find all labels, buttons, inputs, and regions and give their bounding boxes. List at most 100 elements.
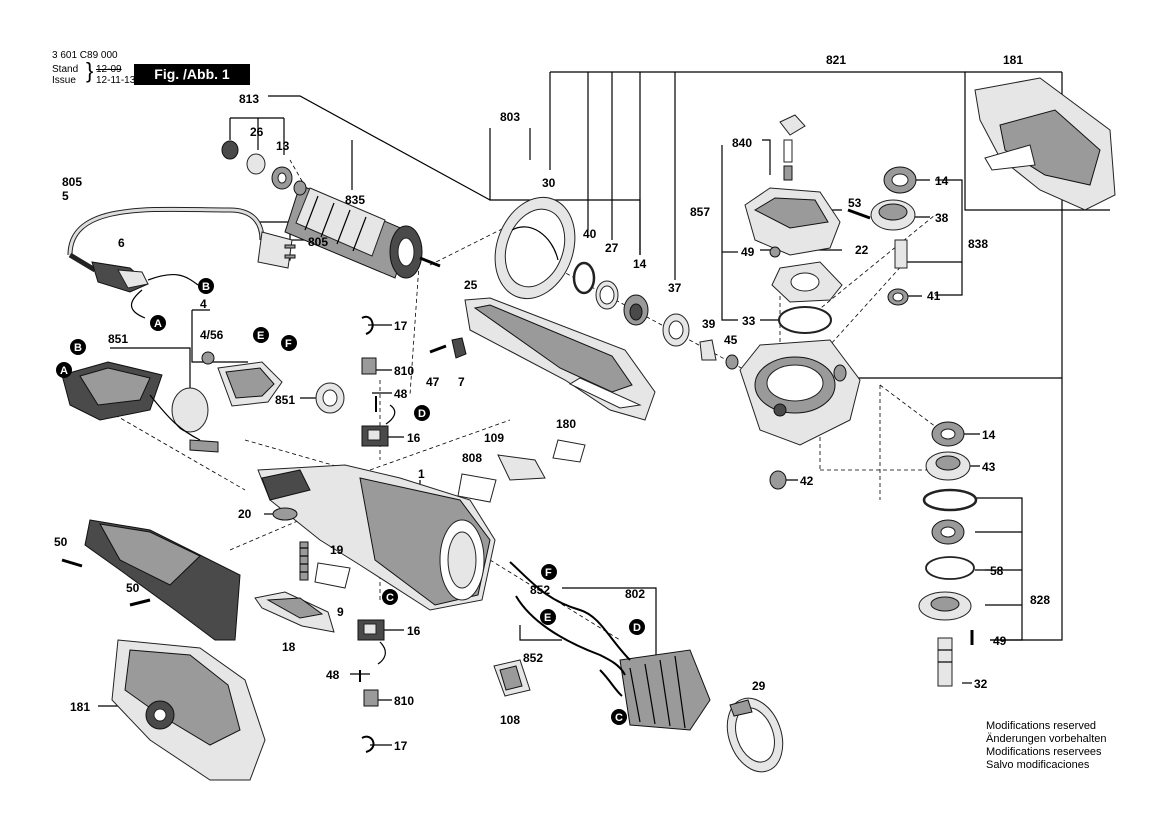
label-108: 108 (500, 713, 520, 727)
label-6: 6 (118, 236, 125, 250)
label-17-top: 17 (394, 319, 408, 333)
label-181-low: 181 (70, 700, 90, 714)
label-180: 180 (556, 417, 576, 431)
label-805-right: 805 (308, 235, 328, 249)
air-baffle (494, 196, 576, 300)
brush-holder-base (493, 659, 531, 697)
badge-a-switch: A (60, 365, 68, 377)
label-803: 803 (500, 110, 520, 124)
switch-slider (254, 591, 335, 633)
label-810-low: 810 (394, 694, 414, 708)
field-coil (509, 561, 711, 731)
motor-housing (257, 464, 496, 611)
badge-c-coil: C (615, 712, 623, 724)
label-26: 26 (250, 125, 264, 139)
label-29: 29 (752, 679, 766, 693)
badge-c-brush: C (386, 592, 394, 604)
label-13: 13 (276, 139, 290, 153)
housing-cover (464, 297, 656, 421)
label-851-mid: 851 (275, 393, 295, 407)
badge-a-cord: A (154, 318, 162, 330)
badge-d-coil: D (633, 622, 641, 634)
connection-badges: A B B A E F D C F E D C (56, 278, 645, 725)
label-835: 835 (345, 193, 365, 207)
label-30: 30 (542, 176, 556, 190)
label-7: 7 (458, 375, 465, 389)
label-802: 802 (625, 587, 645, 601)
label-42: 42 (800, 474, 814, 488)
label-16-top: 16 (407, 431, 421, 445)
label-851-top: 851 (108, 332, 128, 346)
label-821: 821 (826, 53, 846, 67)
label-47: 47 (426, 375, 440, 389)
label-852-top: 852 (530, 583, 550, 597)
label-18: 18 (282, 640, 296, 654)
label-38: 38 (935, 211, 949, 225)
label-805-top: 805 (62, 175, 82, 189)
badge-b-cord: B (202, 281, 210, 293)
label-840: 840 (732, 136, 752, 150)
power-cord (67, 206, 296, 319)
label-49-low: 49 (993, 634, 1007, 648)
label-17-low: 17 (394, 739, 408, 753)
badge-d-brush: D (418, 408, 426, 420)
label-32: 32 (974, 677, 988, 691)
leader-lines (98, 71, 1110, 746)
protective-guard-top (974, 77, 1116, 211)
label-4-56: 4/56 (200, 328, 224, 342)
springs (272, 507, 309, 581)
label-828: 828 (1030, 593, 1050, 607)
label-37: 37 (668, 281, 682, 295)
label-40: 40 (583, 227, 597, 241)
label-14-low: 14 (982, 428, 996, 442)
badge-b-switch: B (74, 342, 82, 354)
note-es: Salvo modificaciones (986, 759, 1090, 771)
label-53: 53 (848, 196, 862, 210)
label-48-low: 48 (326, 668, 340, 682)
spindle-lock (744, 114, 871, 334)
label-58: 58 (990, 564, 1004, 578)
armature (221, 140, 441, 279)
output-spindle-set (769, 421, 978, 687)
label-49-top: 49 (741, 245, 755, 259)
note-en: Modifications reserved (986, 720, 1097, 732)
label-14-top: 14 (935, 174, 949, 188)
label-5: 5 (62, 189, 69, 203)
label-838: 838 (968, 237, 988, 251)
bearing-set (572, 261, 739, 370)
label-19: 19 (330, 543, 344, 557)
issue-label: Issue (52, 75, 76, 86)
decals (314, 439, 586, 589)
label-48-top: 48 (394, 387, 408, 401)
spindle-gear-set (870, 166, 917, 306)
protective-guard-bottom (111, 639, 266, 781)
rear-handle (61, 519, 241, 641)
label-50-top: 50 (54, 535, 68, 549)
badge-e-switch: E (257, 330, 264, 342)
label-39: 39 (702, 317, 716, 331)
modification-notes: Modifications reserved Änderungen vorbeh… (986, 720, 1106, 772)
label-181-top: 181 (1003, 53, 1023, 67)
label-14-mid: 14 (633, 257, 647, 271)
badge-f-switch: F (285, 338, 292, 350)
label-41: 41 (927, 289, 941, 303)
stand-date: 12-09 (96, 64, 122, 75)
note-fr: Modifications reservees (986, 746, 1102, 758)
label-109: 109 (484, 431, 504, 445)
brace-icon: } (86, 58, 94, 83)
label-1: 1 (418, 467, 425, 481)
label-25: 25 (464, 278, 478, 292)
issue-date: 12-11-13 (96, 75, 136, 86)
label-9: 9 (337, 605, 344, 619)
badge-f-wire: F (545, 567, 552, 579)
gear-head (739, 339, 861, 446)
label-20: 20 (238, 507, 252, 521)
label-852-low: 852 (523, 651, 543, 665)
label-45: 45 (724, 333, 738, 347)
label-22: 22 (855, 243, 869, 257)
stand-label: Stand (52, 64, 79, 75)
label-857: 857 (690, 205, 710, 219)
switch-assembly (61, 351, 345, 453)
